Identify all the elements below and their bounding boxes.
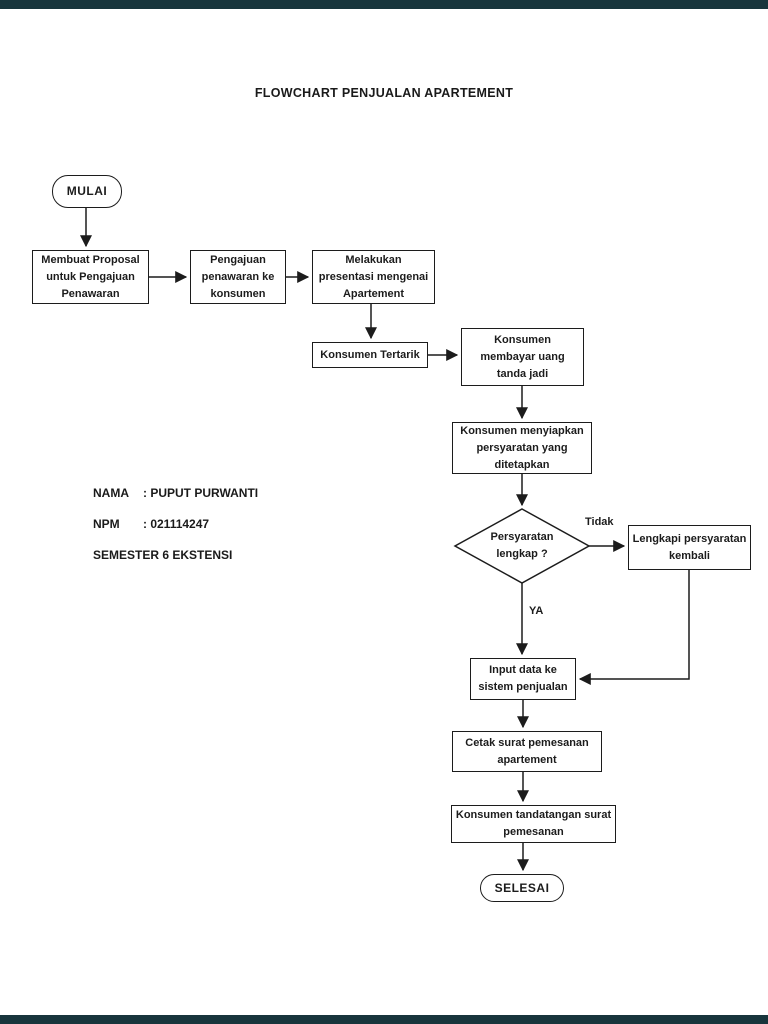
student-info-row-nama: NAMA : PUPUT PURWANTI [93, 487, 258, 500]
flow-node-tertarik: Konsumen Tertarik [312, 342, 428, 368]
flow-node-end: SELESAI [480, 874, 564, 902]
flow-node-decision: Persyaratan lengkap ? [490, 531, 554, 560]
edge-label-ya: YA [527, 605, 546, 617]
flow-node-input-data: Input data ke sistem penjualan [470, 658, 576, 700]
flow-node-presentasi: Melakukan presentasi mengenai Apartement [312, 250, 435, 304]
flow-node-start: MULAI [52, 175, 122, 208]
student-info-value: : PUPUT PURWANTI [143, 486, 259, 500]
viewer-top-bar [0, 0, 768, 9]
flow-node-proposal: Membuat Proposal untuk Pengajuan Penawar… [32, 250, 149, 304]
student-info-row-semester: SEMESTER 6 EKSTENSI [93, 549, 258, 562]
viewer-bottom-bar [0, 1015, 768, 1024]
student-info-block: NAMA : PUPUT PURWANTI NPM : 021114247 SE… [93, 487, 258, 580]
flow-node-pengajuan: Pengajuan penawaran ke konsumen [190, 250, 286, 304]
student-info-label: SEMESTER 6 EKSTENSI [93, 548, 233, 562]
page-title: FLOWCHART PENJUALAN APARTEMENT [254, 86, 514, 100]
flow-node-tandatangan: Konsumen tandatangan surat pemesanan [451, 805, 616, 843]
student-info-label: NPM [93, 517, 120, 531]
flow-node-cetak: Cetak surat pemesanan apartement [452, 731, 602, 772]
connector-lengkapi-to-input [578, 570, 690, 685]
flow-node-menyiapkan: Konsumen menyiapkan persyaratan yang dit… [452, 422, 592, 474]
student-info-value: : 021114247 [143, 517, 210, 531]
flow-node-membayar: Konsumen membayar uang tanda jadi [461, 328, 584, 386]
student-info-label: NAMA [93, 486, 129, 500]
edge-label-tidak: Tidak [583, 516, 616, 528]
student-info-row-npm: NPM : 021114247 [93, 518, 258, 531]
flow-node-lengkapi: Lengkapi persyaratan kembali [628, 525, 751, 570]
